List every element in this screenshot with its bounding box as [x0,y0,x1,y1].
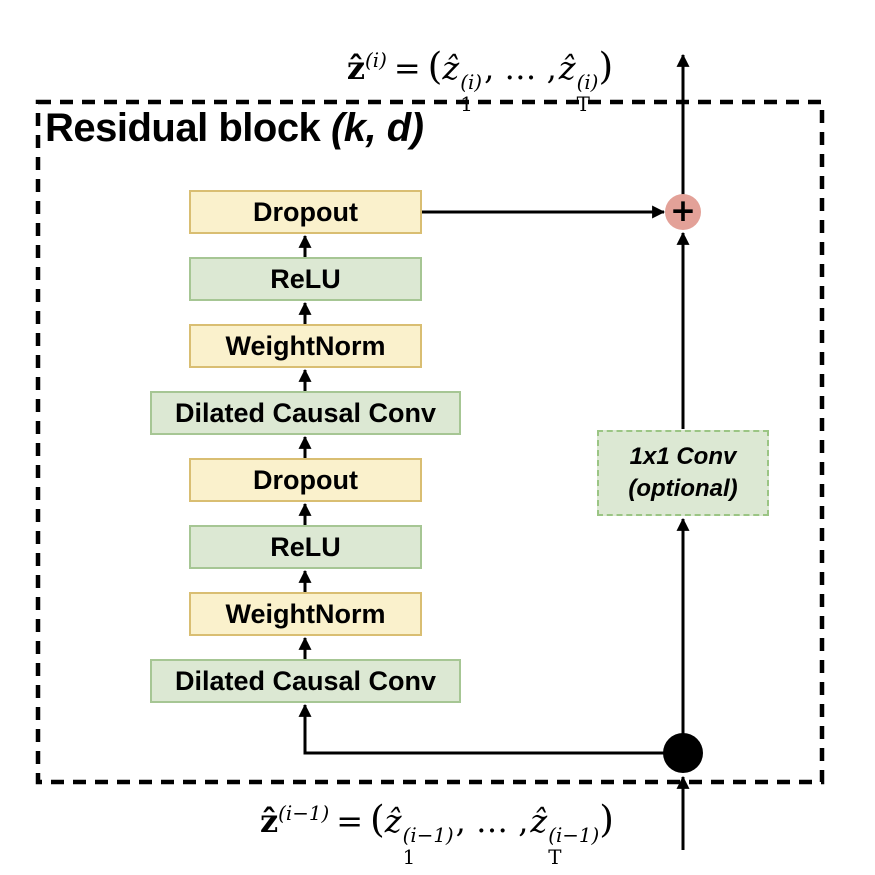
residual-block-border [35,99,825,785]
dropout-block-1: Dropout [189,458,422,502]
input-elemT-sup: (i−1) [548,823,600,847]
conv1x1-label-line1: 1x1 Conv [629,443,737,471]
close-paren: ) [598,44,614,88]
dilated-conv-block-2: Dilated Causal Conv [150,391,461,435]
relu-block-1: ReLU [189,525,422,569]
output-elemT-sub: T [576,93,590,117]
output-elemT-sup: (i) [576,70,599,94]
input-label: ẑ(i−1)=(ẑ(i−1)1, … ,ẑ(i−1)T) [37,797,837,869]
conv1x1-label-line2: (optional) [628,475,738,502]
diagram-title-text: Residual block [45,106,321,150]
open-paren: ( [370,797,385,841]
diagram-title-params: (k, d) [330,106,424,150]
dilated-conv-block-1: Dilated Causal Conv [150,659,461,703]
input-elem1: ẑ [384,802,402,840]
input-var-sup: (i−1) [278,802,330,826]
input-elem1-sub: 1 [402,846,416,870]
output-var: ẑ [346,49,365,87]
close-paren: ) [599,797,614,841]
weightnorm-block-2: WeightNorm [189,324,422,368]
output-elem1-sup: (i) [460,70,483,94]
equals-sign: = [336,802,364,840]
summation-node: + [665,194,701,230]
input-elemT-sub: T [548,846,562,870]
ellipsis: , … , [455,802,529,840]
weightnorm-block-1: WeightNorm [189,592,422,636]
input-elemT: ẑ [530,802,548,840]
input-elem1-sup: (i−1) [402,823,454,847]
dropout-block-2: Dropout [189,190,422,234]
skip-junction-dot [663,733,703,773]
open-paren: ( [427,44,443,88]
diagram-title: Residual block (k, d) [45,106,424,151]
ellipsis: , … , [484,49,557,87]
skip-connection-line [298,703,683,755]
output-var-sup: (i) [365,49,387,73]
relu-block-2: ReLU [189,257,422,301]
output-elem1-sub: 1 [460,93,473,117]
conv1x1-block: 1x1 Conv (optional) [597,430,769,516]
equals-sign: = [393,49,421,87]
output-label: ẑ(i)=(ẑ(i)1, … ,ẑ(i)T) [80,44,875,116]
output-elem1: ẑ [442,49,460,87]
output-elemT: ẑ [558,49,576,87]
input-var: ẑ [260,802,279,840]
plus-icon: + [670,192,696,229]
